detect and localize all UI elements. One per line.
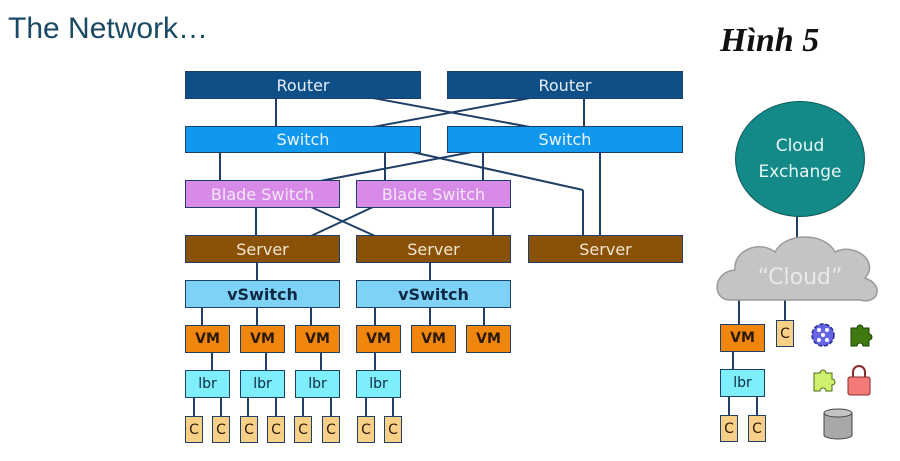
database-icon bbox=[823, 408, 853, 440]
lbr-box: lbr bbox=[720, 369, 765, 397]
lbr-box: lbr bbox=[295, 370, 340, 398]
container-box: C bbox=[185, 416, 203, 443]
router-box: Router bbox=[447, 71, 683, 99]
cloud-shape bbox=[716, 236, 878, 302]
lock-icon bbox=[847, 365, 871, 396]
vm-box: VM bbox=[240, 325, 285, 353]
container-box: C bbox=[748, 415, 766, 442]
lbr-box: lbr bbox=[356, 370, 401, 398]
switch-box: Switch bbox=[447, 126, 683, 153]
vswitch-box: vSwitch bbox=[356, 280, 511, 308]
lbr-box: lbr bbox=[185, 370, 230, 398]
page-title: The Network… bbox=[8, 12, 209, 45]
gear-icon bbox=[811, 323, 835, 347]
switch-box: Switch bbox=[185, 126, 421, 153]
container-box: C bbox=[776, 320, 794, 347]
router-box: Router bbox=[185, 71, 421, 99]
blade-switch-box: Blade Switch bbox=[185, 180, 340, 208]
vm-box: VM bbox=[720, 324, 765, 352]
vm-box: VM bbox=[411, 325, 456, 353]
container-box: C bbox=[267, 416, 285, 443]
vm-box: VM bbox=[295, 325, 340, 353]
server-box: Server bbox=[185, 235, 340, 263]
container-box: C bbox=[357, 416, 375, 443]
container-box: C bbox=[212, 416, 230, 443]
container-box: C bbox=[322, 416, 340, 443]
container-box: C bbox=[720, 415, 738, 442]
blade-switch-box: Blade Switch bbox=[356, 180, 511, 208]
cloud-label: “Cloud” bbox=[757, 265, 843, 290]
container-box: C bbox=[384, 416, 402, 443]
server-box: Server bbox=[528, 235, 683, 263]
container-box: C bbox=[294, 416, 312, 443]
vm-box: VM bbox=[466, 325, 511, 353]
container-box: C bbox=[240, 416, 258, 443]
vswitch-box: vSwitch bbox=[185, 280, 340, 308]
vm-box: VM bbox=[356, 325, 401, 353]
server-box: Server bbox=[356, 235, 511, 263]
figure-label: Hình 5 bbox=[720, 22, 820, 59]
vm-box: VM bbox=[185, 325, 230, 353]
lbr-box: lbr bbox=[240, 370, 285, 398]
puzzle-piece-dark-icon bbox=[850, 324, 873, 347]
puzzle-piece-light-icon bbox=[813, 369, 836, 392]
